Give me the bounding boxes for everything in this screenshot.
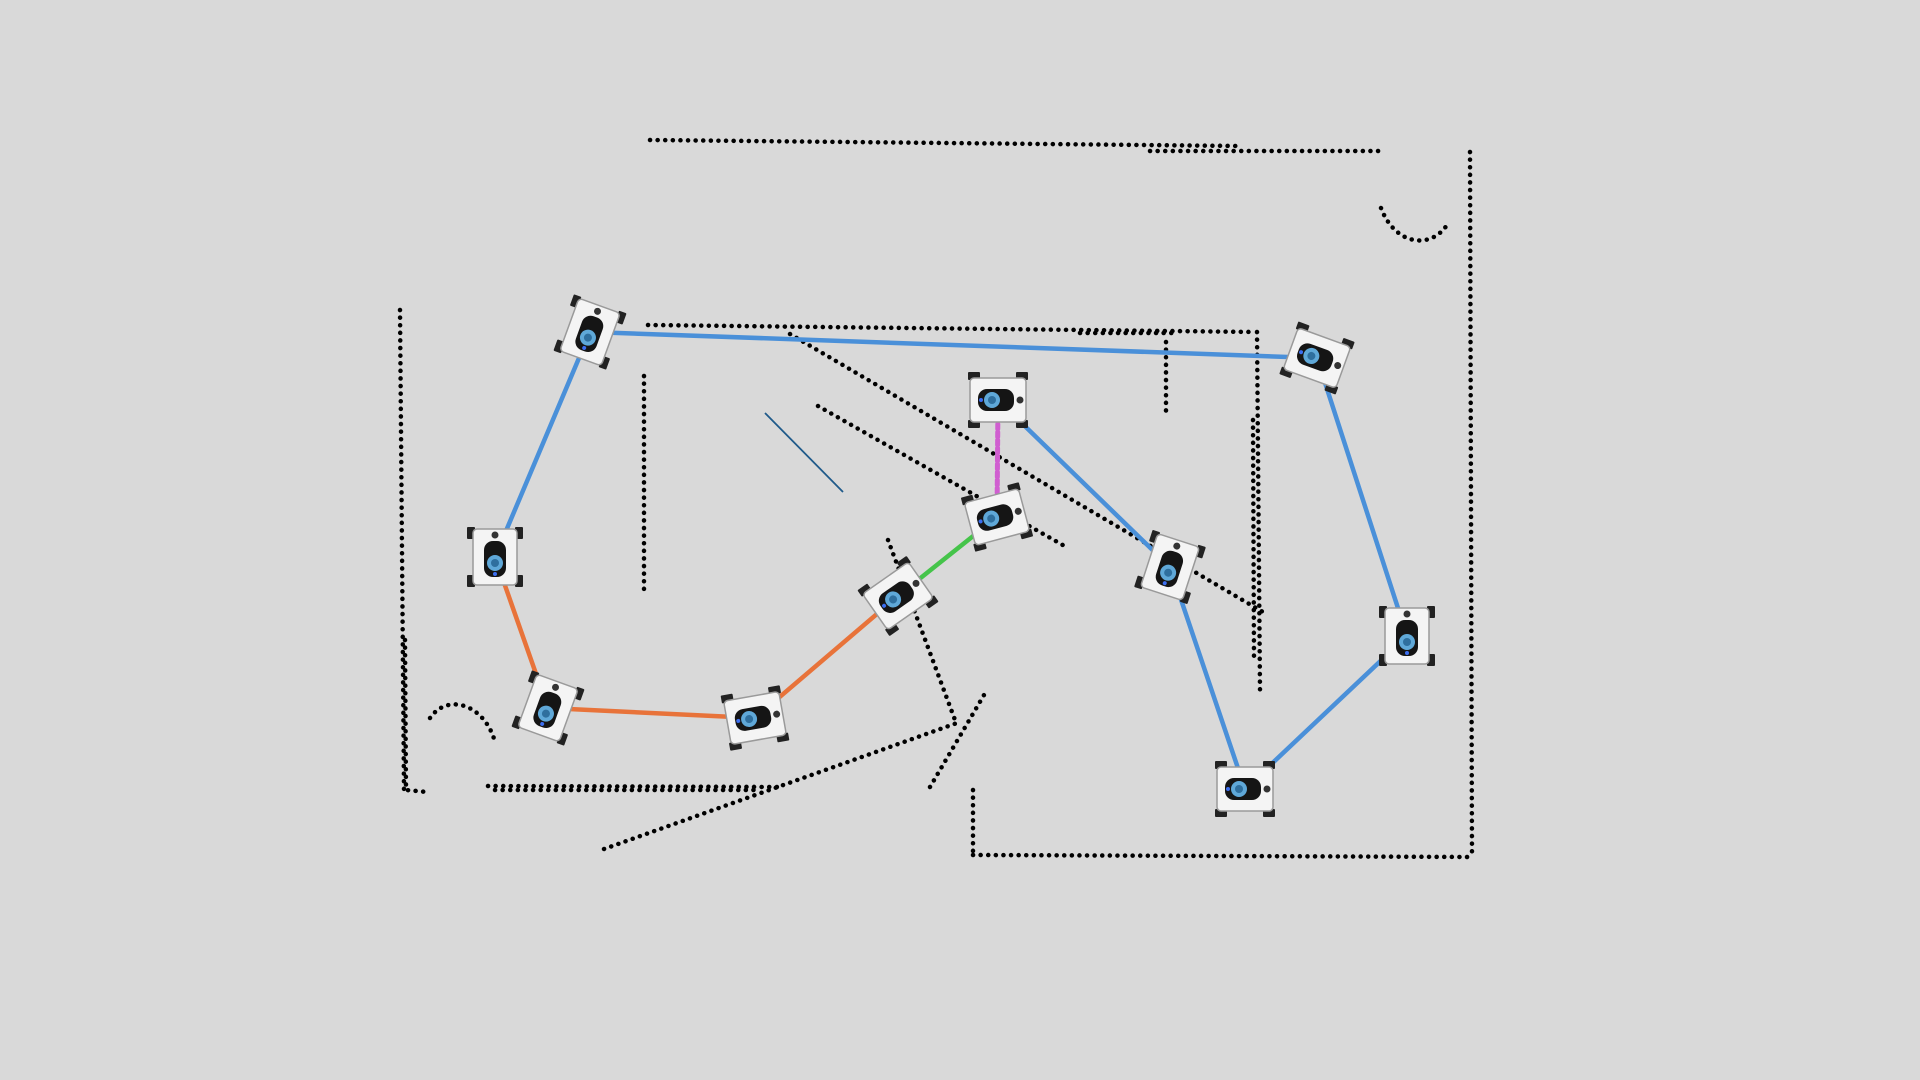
wall-bottom-left: [485, 783, 782, 790]
walls: [397, 137, 1475, 860]
wall-inner-top: [645, 322, 1258, 335]
link-r1-r9: [587, 329, 1320, 361]
robot-icon-r11: [1378, 605, 1436, 667]
link-r8-r12: [1167, 564, 1248, 792]
robot-icon-r2: [466, 526, 524, 588]
wall-diagonal-1: [787, 331, 1271, 618]
thin-blue-segment: [764, 412, 844, 493]
robot-icon-r4: [719, 684, 791, 752]
link-r11-r10: [1314, 355, 1410, 639]
wall-lower-diagonal-2: [927, 692, 987, 790]
wall-arc-left: [427, 702, 498, 745]
robot-icon-r12: [1214, 760, 1276, 818]
robot-icon-r7: [967, 371, 1029, 429]
robot-links: [492, 329, 1410, 792]
wall-inner-right: [1254, 329, 1263, 693]
wall-left-outer-2: [402, 637, 430, 795]
wall-inner-right-2: [1250, 417, 1257, 663]
link-r3-r4: [545, 705, 758, 721]
wall-left-outer: [397, 307, 407, 793]
wall-bottom-right: [970, 852, 1475, 860]
wall-arc-upper-right: [1378, 205, 1450, 243]
wall-right-outer: [1467, 149, 1475, 859]
link-r1-r2: [492, 329, 593, 560]
wall-lower-diagonal-1: [601, 720, 960, 852]
robot-icon-r9: [1278, 320, 1356, 396]
wall-diagonal-2: [815, 403, 1071, 551]
wall-top-long: [647, 137, 1243, 149]
